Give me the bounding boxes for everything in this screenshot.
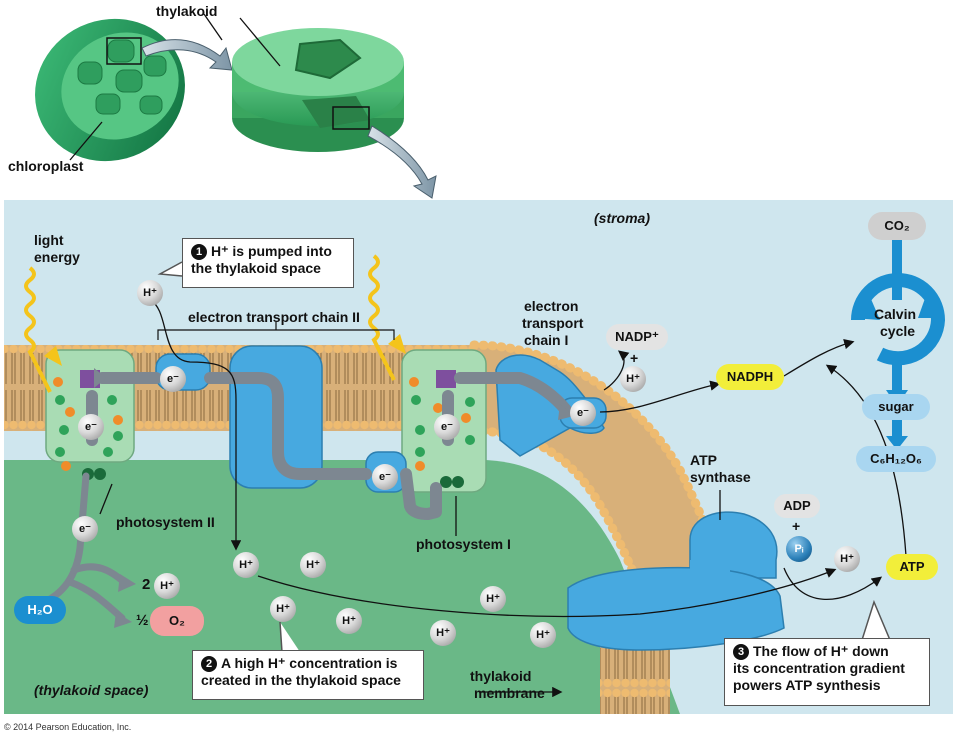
electron: e⁻ (570, 400, 596, 426)
calvin-cycle-diagram (851, 240, 946, 450)
electron: e⁻ (78, 414, 104, 440)
electron: e⁻ (372, 464, 398, 490)
calvin-cycle-label-2: cycle (880, 323, 916, 339)
water-molecule: H₂O (14, 596, 66, 624)
sugar-molecule: sugar (862, 394, 930, 420)
etc1-label-1: electron (524, 298, 579, 314)
stroma-label: (stroma) (594, 210, 651, 226)
thylakoid-membrane-label-2: membrane (474, 685, 545, 701)
co2-molecule: CO₂ (868, 212, 926, 240)
photosystem-i-label: photosystem I (416, 536, 511, 552)
callout-2-line-1: A high H⁺ concentration is (221, 655, 398, 671)
half-coefficient: ½ (136, 612, 149, 629)
h-ion: H⁺ (834, 546, 860, 572)
electron: e⁻ (434, 414, 460, 440)
calvin-cycle-label-1: Calvin (874, 306, 917, 322)
oxygen-molecule: O₂ (150, 606, 204, 636)
phosphate-molecule: Pᵢ (786, 536, 812, 562)
h-ion: H⁺ (233, 552, 259, 578)
electron: e⁻ (72, 516, 98, 542)
step-3-number: 3 (733, 644, 749, 660)
nadp-molecule: NADP⁺ (606, 324, 668, 350)
h-ion: H⁺ (336, 608, 362, 634)
plus-sign: + (630, 350, 639, 366)
light-energy-waves (24, 254, 396, 393)
two-coefficient: 2 (142, 576, 151, 593)
step-1-number: 1 (191, 244, 207, 260)
thylakoid-space-region (4, 460, 680, 714)
callout-3-line-1: The flow of H⁺ down (753, 643, 889, 659)
h-ion: H⁺ (430, 620, 456, 646)
copyright-notice: © 2014 Pearson Education, Inc. (4, 722, 132, 732)
light-energy-label-1: light (34, 232, 64, 248)
etc2-label: electron transport chain II (188, 309, 360, 325)
thylakoid-label: thylakoid (156, 3, 218, 19)
plus-sign: + (792, 518, 801, 534)
flow-arrows (149, 299, 907, 698)
h-ion: H⁺ (154, 573, 180, 599)
etc1-label-2: transport (522, 315, 584, 331)
h-ion: H⁺ (480, 586, 506, 612)
etc2-bracket (157, 322, 395, 340)
glucose-molecule: C₆H₁₂O₆ (856, 446, 936, 472)
h-ion: H⁺ (620, 366, 646, 392)
callout-3-line-2: its concentration gradient (733, 660, 905, 676)
adp-molecule: ADP (774, 494, 820, 518)
h-ion: H⁺ (137, 280, 163, 306)
atp-molecule: ATP (886, 554, 938, 580)
chloroplast-label: chloroplast (8, 158, 84, 174)
callout-1-line-1: H⁺ is pumped into (211, 243, 332, 259)
callout-1-line-2: the thylakoid space (191, 260, 321, 276)
electron: e⁻ (160, 366, 186, 392)
thylakoid-illustration (232, 28, 404, 152)
atp-synthase-label-2: synthase (690, 469, 751, 485)
etc1-label-3: chain I (524, 332, 569, 348)
nadph-molecule: NADPH (716, 364, 784, 390)
thylakoid-membrane-label-1: thylakoid (470, 668, 532, 684)
h-ion: H⁺ (530, 622, 556, 648)
callout-2-line-2: created in the thylakoid space (201, 672, 401, 688)
h-ion: H⁺ (300, 552, 326, 578)
step-2-number: 2 (201, 656, 217, 672)
thylakoid-space-label: (thylakoid space) (34, 682, 149, 698)
photosystem-ii-label: photosystem II (116, 514, 215, 530)
light-energy-label-2: energy (34, 249, 80, 265)
callout-3-line-3: powers ATP synthesis (733, 677, 881, 693)
atp-synthase-label-1: ATP (690, 452, 717, 468)
h-ion: H⁺ (270, 596, 296, 622)
atp-synthase-protein (567, 511, 785, 651)
